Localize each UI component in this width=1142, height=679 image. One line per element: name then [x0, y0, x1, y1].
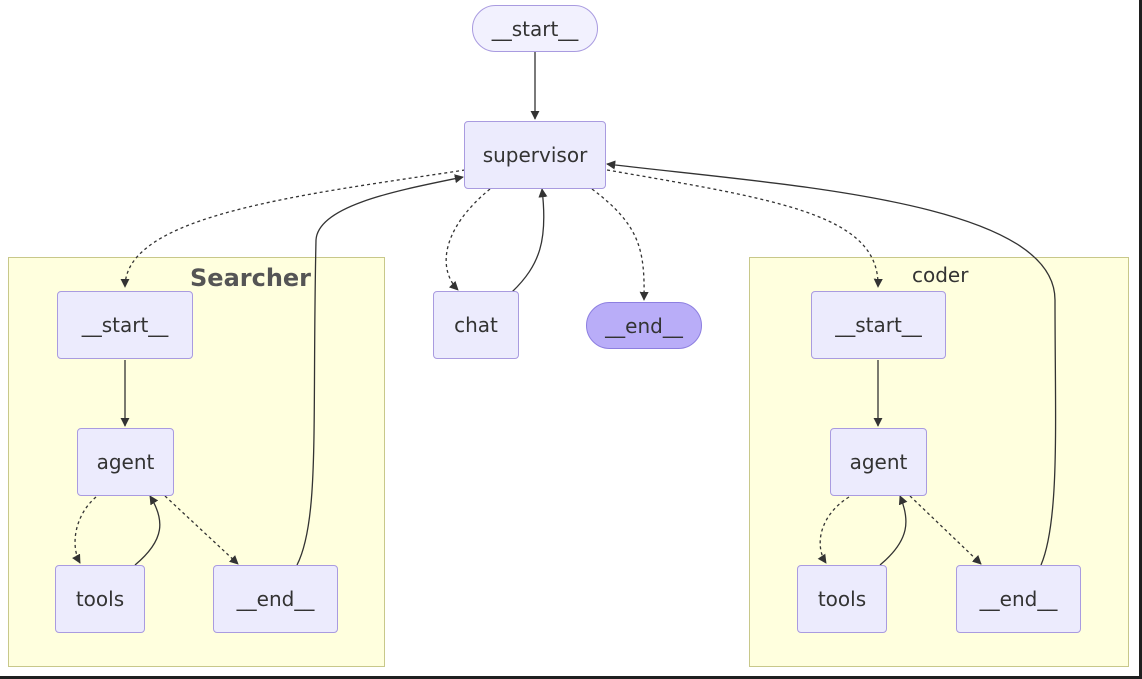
edge-coder-tools-to-agent — [879, 495, 908, 566]
node-chat[interactable]: chat — [433, 291, 519, 359]
coder-cluster-title: coder — [912, 263, 969, 287]
coder-node-agent[interactable]: agent — [830, 428, 927, 496]
node-supervisor[interactable]: supervisor — [464, 121, 606, 189]
node-end-main[interactable]: __end__ — [586, 302, 702, 349]
edge-searcher-end-to-supervisor — [296, 174, 464, 566]
edge-searcher-agent-to-end — [164, 495, 239, 565]
edge-coder-agent-to-end — [909, 495, 982, 565]
coder-node-end[interactable]: __end__ — [956, 565, 1081, 633]
edge-supervisor-to-coder — [606, 169, 883, 288]
edge-chat-to-supervisor — [511, 188, 548, 293]
edge-searcher-agent-to-tools — [72, 496, 97, 564]
edge-supervisor-to-chat — [445, 188, 491, 291]
searcher-node-agent[interactable]: agent — [77, 428, 174, 496]
edge-coder-agent-to-tools — [817, 496, 850, 564]
edge-coder-end-to-supervisor — [606, 160, 1057, 566]
edge-supervisor-to-end — [591, 188, 649, 301]
node-start-main[interactable]: __start__ — [472, 5, 598, 52]
edge-searcher-tools-to-agent — [134, 495, 161, 566]
searcher-node-start[interactable]: __start__ — [57, 291, 193, 359]
edge-supervisor-to-searcher — [120, 169, 466, 288]
coder-node-tools[interactable]: tools — [797, 565, 887, 633]
searcher-node-end[interactable]: __end__ — [213, 565, 338, 633]
searcher-cluster-title: Searcher — [190, 264, 312, 292]
coder-node-start[interactable]: __start__ — [811, 291, 946, 359]
searcher-node-tools[interactable]: tools — [55, 565, 145, 633]
